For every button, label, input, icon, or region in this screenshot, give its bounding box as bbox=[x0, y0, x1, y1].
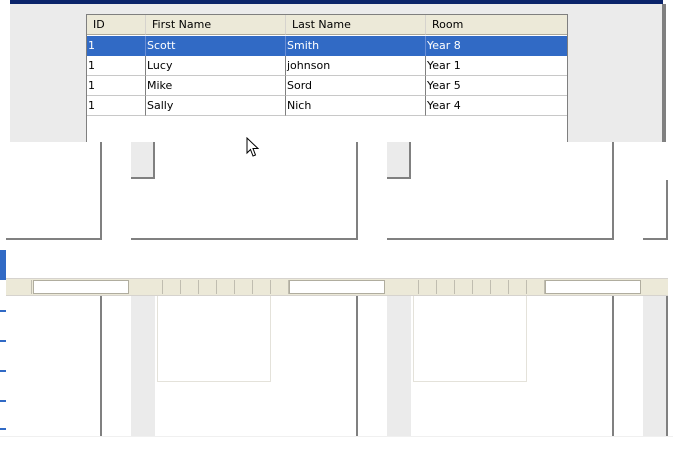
ghost-panel bbox=[157, 296, 271, 382]
column-header-first-name[interactable]: First Name bbox=[146, 15, 286, 35]
ghost-toolbar-cell bbox=[199, 280, 217, 294]
ghost-divider bbox=[409, 142, 411, 178]
left-edge-tick bbox=[0, 340, 6, 342]
cell-first-name: Mike bbox=[146, 76, 286, 96]
students-table[interactable]: ID First Name Last Name Room 1 Scott Smi… bbox=[86, 14, 568, 142]
dialog-edge bbox=[662, 4, 666, 180]
ghost-toolbar-cell bbox=[163, 280, 181, 294]
cell-id: 1 bbox=[87, 96, 146, 116]
ghost-divider bbox=[612, 296, 614, 436]
table-row[interactable]: 1 Sally Nich Year 4 bbox=[87, 96, 567, 116]
ghost-divider bbox=[612, 142, 614, 240]
cell-room: Year 4 bbox=[426, 96, 567, 116]
ghost-panel bbox=[387, 296, 411, 436]
ghost-panel bbox=[131, 142, 153, 178]
ghost-toolbar-cell bbox=[491, 280, 509, 294]
ghost-panel bbox=[643, 296, 666, 436]
ghost-divider bbox=[131, 238, 358, 240]
left-edge-tick bbox=[0, 370, 6, 372]
ghost-toolbar-cell bbox=[389, 280, 419, 294]
ghost-divider bbox=[6, 238, 102, 240]
cell-room: Year 8 bbox=[427, 39, 461, 52]
ghost-toolbar-field bbox=[545, 280, 641, 294]
ghost-divider bbox=[100, 142, 102, 240]
cell-id: 1 bbox=[87, 76, 146, 96]
ghost-toolbar-cell bbox=[419, 280, 437, 294]
ghost-divider bbox=[356, 296, 358, 436]
ghost-toolbar-cell bbox=[271, 280, 289, 294]
cell-id: 1 bbox=[87, 36, 146, 56]
table-row[interactable]: 1 Lucy johnson Year 1 bbox=[87, 56, 567, 76]
table-row[interactable]: 1 Scott Smith Year 8 bbox=[87, 36, 567, 56]
ghost-panel bbox=[413, 296, 527, 382]
column-header-last-name[interactable]: Last Name bbox=[286, 15, 426, 35]
cell-last-name: Sord bbox=[286, 76, 426, 96]
ghost-toolbar-cell bbox=[455, 280, 473, 294]
table-row[interactable]: 1 Mike Sord Year 5 bbox=[87, 76, 567, 96]
ghost-toolbar-cell bbox=[253, 280, 271, 294]
ghost-divider bbox=[131, 177, 155, 179]
ghost-toolbar-cell bbox=[473, 280, 491, 294]
ghost-divider bbox=[100, 296, 102, 436]
cell-last-name: johnson bbox=[286, 56, 426, 76]
ghost-divider bbox=[356, 142, 358, 240]
mouse-pointer-icon bbox=[246, 137, 260, 157]
left-edge-tick bbox=[0, 400, 6, 402]
cell-room: Year 1 bbox=[426, 56, 567, 76]
column-header-room[interactable]: Room bbox=[426, 15, 567, 35]
ghost-toolbar-cell bbox=[437, 280, 455, 294]
ghost-toolbar-cell bbox=[181, 280, 199, 294]
cell-first-name: Scott bbox=[146, 36, 286, 56]
ghost-divider bbox=[666, 296, 668, 436]
ghost-toolbar-cell bbox=[217, 280, 235, 294]
bottom-area bbox=[0, 436, 673, 473]
left-edge-tick bbox=[0, 310, 6, 312]
ghost-toolbar-cell bbox=[14, 280, 32, 294]
ghost-toolbar-cell bbox=[527, 280, 545, 294]
cell-id: 1 bbox=[87, 56, 146, 76]
ghost-divider bbox=[153, 142, 155, 178]
ghost-divider bbox=[666, 180, 668, 240]
ghost-toolbar-field bbox=[289, 280, 385, 294]
window-title-bar bbox=[10, 0, 663, 4]
cell-first-name: Sally bbox=[146, 96, 286, 116]
cell-room: Year 5 bbox=[426, 76, 567, 96]
ghost-toolbar-cell bbox=[509, 280, 527, 294]
ghost-divider bbox=[387, 177, 411, 179]
ghost-toolbar-field bbox=[33, 280, 129, 294]
ghost-panel bbox=[387, 142, 409, 178]
ghost-divider bbox=[387, 238, 614, 240]
left-edge-tick bbox=[0, 428, 6, 430]
ghost-divider bbox=[643, 238, 668, 240]
ghost-toolbar-cell bbox=[235, 280, 253, 294]
column-header-id[interactable]: ID bbox=[87, 15, 146, 35]
ghost-toolbar-cell bbox=[133, 280, 163, 294]
cell-first-name: Lucy bbox=[146, 56, 286, 76]
cell-last-name: Nich bbox=[286, 96, 426, 116]
left-edge-selection bbox=[0, 250, 6, 280]
cell-last-name: Smith bbox=[286, 36, 426, 56]
ghost-panel bbox=[131, 296, 155, 436]
